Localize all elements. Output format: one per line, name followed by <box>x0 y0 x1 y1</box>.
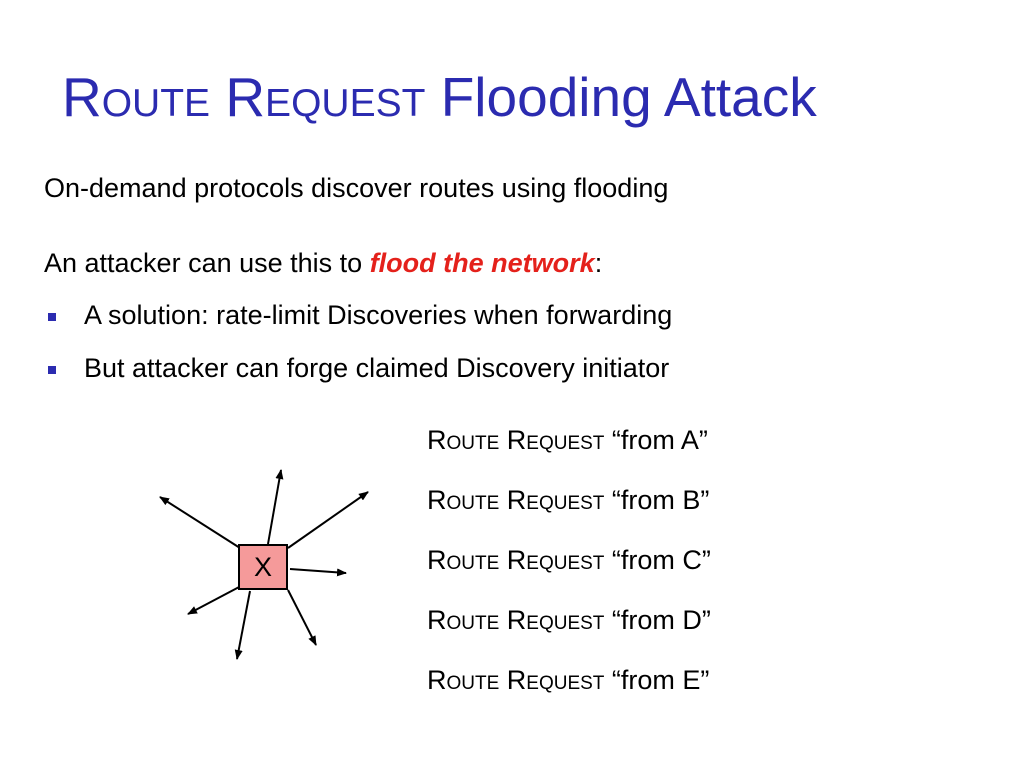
route-request-label: Route Request <box>427 665 605 695</box>
broadcast-arrow <box>159 496 241 549</box>
title-smallcaps: Route Request <box>62 66 426 128</box>
route-request-label: Route Request <box>427 425 605 455</box>
route-request-line: Route Request “from C” <box>427 545 711 576</box>
slide-title: Route Request Flooding Attack <box>62 62 817 132</box>
route-request-line: Route Request “from D” <box>427 605 711 636</box>
attacker-node: X <box>238 544 288 590</box>
broadcast-arrow <box>187 585 242 615</box>
broadcast-arrow <box>287 491 369 549</box>
line2-suffix: : <box>594 248 603 278</box>
bullet-square-icon <box>48 366 56 374</box>
route-request-line: Route Request “from B” <box>427 485 709 516</box>
line2-prefix: An attacker can use this to <box>44 248 370 278</box>
bullet-text: A solution: rate-limit Discoveries when … <box>84 300 673 330</box>
route-request-label: Route Request <box>427 485 605 515</box>
title-rest: Flooding Attack <box>440 66 817 128</box>
route-request-from: “from A” <box>611 425 708 455</box>
route-request-label: Route Request <box>427 545 605 575</box>
broadcast-arrow <box>289 568 347 577</box>
route-request-from: “from B” <box>611 485 710 515</box>
line2-emphasis: flood the network <box>369 248 595 278</box>
route-request-from: “from C” <box>611 545 711 575</box>
route-request-line: Route Request “from E” <box>427 665 709 696</box>
bullet-square-icon <box>48 313 56 321</box>
broadcast-arrow <box>287 589 317 646</box>
route-request-line: Route Request “from A” <box>427 425 708 456</box>
route-request-from: “from D” <box>611 605 711 635</box>
body-line-1: On-demand protocols discover routes usin… <box>44 173 669 203</box>
bullet-text: But attacker can forge claimed Discovery… <box>84 353 670 383</box>
broadcast-arrow <box>267 469 284 545</box>
body-line-2: An attacker can use this to flood the ne… <box>44 248 602 279</box>
route-request-from: “from E” <box>611 665 710 695</box>
route-request-label: Route Request <box>427 605 605 635</box>
broadcast-arrow <box>234 590 251 660</box>
